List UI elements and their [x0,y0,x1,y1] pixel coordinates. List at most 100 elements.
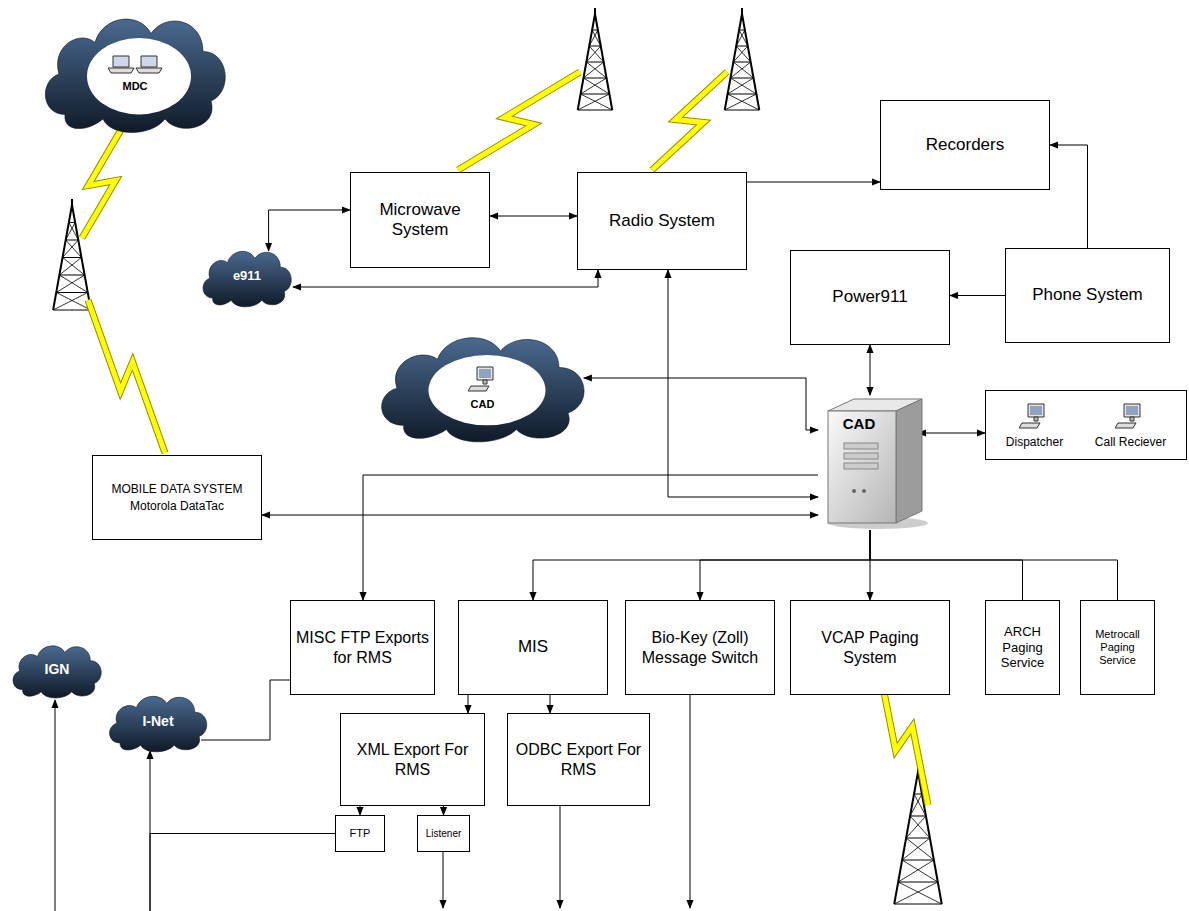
tower-strut [69,222,75,223]
process-box: ARCH Paging Service [985,600,1060,695]
node-label: Recorders [926,135,1004,155]
tower-strut [728,94,760,110]
connector [870,530,1023,600]
cloud-label: MDC [122,80,147,93]
tower-strut [910,794,922,816]
connector [870,530,1118,600]
tower-strut [592,30,598,31]
tower-strut [71,199,73,209]
connector [262,515,818,516]
connector [201,680,290,740]
connector [870,345,871,395]
network-cloud: MDC [35,2,235,137]
cloud-label: I-Net [142,713,173,730]
connector [468,695,469,713]
tower-strut [586,62,606,78]
tower-strut [730,78,753,79]
tower-strut [56,292,88,293]
cloud-shape [35,2,235,137]
import-arrow [55,700,56,911]
lightning-outline [82,128,122,238]
tower-strut [733,62,753,78]
process-box: Bio-Key (Zoll) Message Switch [625,600,775,695]
tower-strut [56,275,84,293]
lightning-outline [88,300,165,453]
process-box: FTP [335,815,385,852]
tower-strut [733,46,747,62]
lightning-bolt [88,300,165,453]
cloud-label: e911 [233,268,261,284]
node-label: Motorola DataTac [130,499,224,513]
export-arrow [443,852,444,908]
cloud-label: CAD [471,398,495,411]
tower-strut [902,860,934,861]
laptop-icon [107,54,163,80]
process-box: ODBC Export For RMS [507,713,650,806]
tower-strut [739,30,745,31]
workstation-box: Dispatcher Call Reciever [985,390,1187,460]
process-box: MISC FTP Exports for RMS [290,600,435,695]
lightning-bolt [652,72,727,170]
tower-strut [581,94,610,95]
connector [584,378,818,430]
process-box: XML Export For RMS [340,713,485,806]
workstation: Dispatcher [1006,401,1063,449]
node-label: FTP [350,827,371,840]
connector [150,751,335,834]
tower-strut [910,816,930,838]
connector [918,433,985,434]
tower-strut [728,78,754,94]
tower-strut [586,62,603,63]
process-box: Recorders [880,100,1050,190]
computer-icon [1115,401,1145,435]
tower-strut [594,8,596,18]
tower-strut [66,223,75,241]
lightning-bolts [82,72,928,805]
connector [950,295,1005,296]
tower-strut [583,78,606,79]
tower-strut [894,904,942,905]
tower-strut [736,46,750,62]
tower-strut [736,46,748,47]
tower-strut [902,838,930,860]
tower-strut [741,8,743,18]
process-box: Listener [417,815,470,852]
tower-strut [59,258,81,276]
network-cloud: IGN [8,638,106,700]
tower-strut [906,838,934,860]
node-label: MOBILE DATA SYSTEM [112,482,243,496]
lightning-outline [652,72,727,170]
tower-strut [578,110,613,111]
node-label: Radio System [609,211,715,231]
process-box: Radio System [577,172,747,270]
node-label: Power911 [832,287,907,307]
connector [443,806,444,815]
node-label: MIS [518,637,548,657]
tower-strut [66,240,82,258]
tower-strut [583,62,603,78]
connector [747,182,880,183]
workstation: Call Reciever [1095,401,1166,449]
node-label: XML Export For RMS [345,740,480,778]
node-label: Dispatcher [1006,435,1063,449]
tower-strut [583,78,609,94]
computer-icon [468,364,498,398]
export-arrow [560,806,561,908]
computer-icon [1019,401,1049,435]
node-label: Microwave System [355,200,485,241]
tower-strut [59,275,87,293]
tower-strut [66,240,79,241]
process-box: Phone System [1005,248,1170,343]
tower-strut [63,257,82,258]
tower-strut [730,62,750,78]
connector [269,210,350,251]
lightning-bolt [82,128,122,238]
tower-strut [898,860,934,882]
process-box: MIS [458,600,608,695]
connector [700,530,870,600]
tower-strut [906,838,930,839]
tower-strut [59,275,84,276]
import-line [149,833,151,911]
node-label: ODBC Export For RMS [512,740,645,778]
